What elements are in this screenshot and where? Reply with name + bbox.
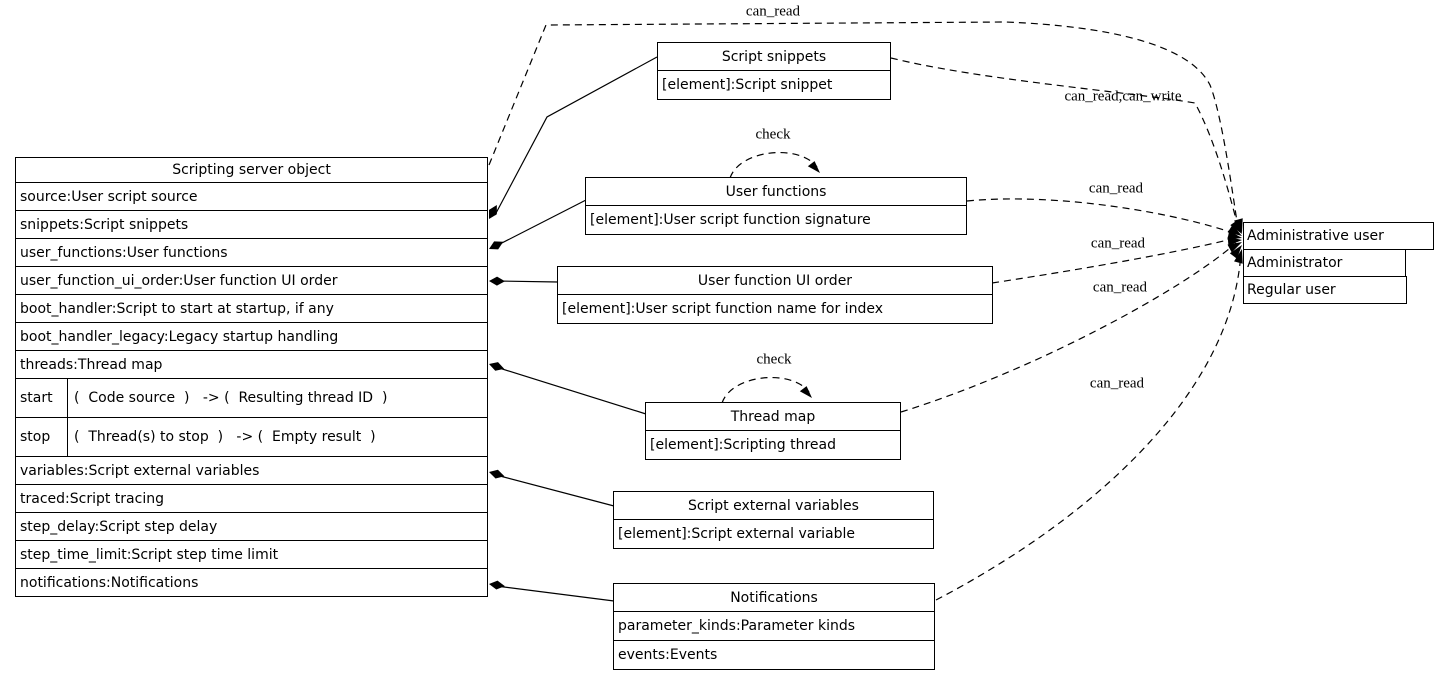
diamond-snippets [489, 205, 497, 219]
edge-ui-order [495, 280, 559, 283]
thread-map-node: Thread map [element]:Scripting thread [645, 402, 901, 460]
method-row-start: start ( Code source ) -> ( Resulting thr… [16, 378, 487, 417]
diamond-user-functions [489, 241, 504, 250]
edge-label-check-thread-map: check [756, 351, 792, 368]
admin-row-regular-user: Regular user [1243, 276, 1407, 304]
element-row: [element]:Scripting thread [646, 430, 900, 459]
edge-variables [495, 474, 615, 507]
method-signature: ( Code source ) -> ( Resulting thread ID… [74, 390, 388, 406]
table-title: Scripting server object [172, 162, 331, 178]
loop-check-user-functions [729, 152, 818, 179]
edge-thread-map [495, 366, 647, 415]
attribute-row-traced: traced:Script tracing [16, 484, 487, 512]
admin-row-administrative-user: Administrative user [1243, 222, 1434, 250]
edge-label-can-read-user-functions: can_read [1088, 180, 1144, 197]
edge-header-to-admin [488, 21, 1239, 229]
admin-row-administrator: Administrator [1243, 249, 1406, 277]
attribute-row-boot-handler: boot_handler:Script to start at startup,… [16, 294, 487, 322]
element-row: [element]:Script external variable [614, 519, 933, 548]
element-row: [element]:Script snippet [658, 70, 890, 99]
node-title: Script snippets [721, 48, 827, 65]
scripting-server-object-table: Scripting server object source:User scri… [15, 157, 488, 597]
edge-ui-order-to-admin [991, 237, 1237, 284]
edge-notifications [495, 585, 615, 602]
diamond-variables [489, 469, 505, 479]
notifications-node: Notifications parameter_kinds:Parameter … [613, 583, 935, 670]
user-function-ui-order-node: User function UI order [element]:User sc… [557, 266, 993, 324]
method-name: start [16, 379, 68, 417]
node-title: Notifications [730, 589, 818, 606]
method-name: stop [16, 418, 68, 456]
node-title: Thread map [730, 408, 816, 425]
arrowhead-starburst-admin [1227, 218, 1243, 264]
edge-notifications-to-admin [935, 251, 1242, 601]
edge-user-functions [495, 199, 587, 247]
attribute-row-threads: threads:Thread map [16, 350, 487, 378]
edge-snippets [494, 56, 658, 216]
attribute-row-notifications: notifications:Notifications [16, 568, 487, 596]
node-title: User functions [725, 183, 827, 200]
edge-label-can-read-thread-map: can_read [1092, 279, 1148, 296]
node-title: User function UI order [697, 272, 853, 289]
attribute-row-variables: variables:Script external variables [16, 456, 487, 484]
script-snippets-node: Script snippets [element]:Script snippet [657, 42, 891, 100]
attribute-row-step-time-limit: step_time_limit:Script step time limit [16, 540, 487, 568]
loop-check-thread-map [721, 377, 810, 404]
attribute-row-step-delay: step_delay:Script step delay [16, 512, 487, 540]
edge-label-can-read-ui-order: can_read [1090, 235, 1146, 252]
edge-label-can-read-notifications: can_read [1089, 375, 1145, 392]
attribute-row-parameter-kinds: parameter_kinds:Parameter kinds [614, 611, 934, 640]
element-row: [element]:User script function signature [586, 205, 966, 234]
arrowhead-check-thread-map [799, 386, 812, 398]
node-title: Script external variables [688, 497, 859, 514]
diamond-ui-order [489, 276, 505, 286]
method-row-stop: stop ( Thread(s) to stop ) -> ( Empty re… [16, 417, 487, 456]
attribute-row-boot-handler-legacy: boot_handler_legacy:Legacy startup handl… [16, 322, 487, 350]
edge-label-check-user-functions: check [755, 126, 791, 143]
user-functions-node: User functions [element]:User script fun… [585, 177, 967, 235]
attribute-row-events: events:Events [614, 640, 934, 669]
attribute-row-snippets: snippets:Script snippets [16, 210, 487, 238]
edge-label-can-read-top: can_read [745, 3, 801, 20]
attribute-row-source: source:User script source [16, 182, 487, 210]
script-external-variables-node: Script external variables [element]:Scri… [613, 491, 934, 549]
attribute-row-ui-order: user_function_ui_order:User function UI … [16, 266, 487, 294]
edge-thread-map-to-admin [900, 242, 1237, 413]
edge-snippets-to-admin [890, 57, 1240, 232]
diamond-thread-map [489, 362, 505, 371]
element-row: [element]:User script function name for … [558, 294, 992, 323]
method-signature: ( Thread(s) to stop ) -> ( Empty result … [74, 429, 376, 445]
attribute-row-user-functions: user_functions:User functions [16, 238, 487, 266]
diamond-notifications [489, 580, 505, 590]
edge-user-functions-to-admin [966, 198, 1237, 235]
edge-label-can-read-can-write: can_read,can_write [1064, 88, 1182, 105]
arrowhead-check-user-functions [807, 161, 820, 173]
